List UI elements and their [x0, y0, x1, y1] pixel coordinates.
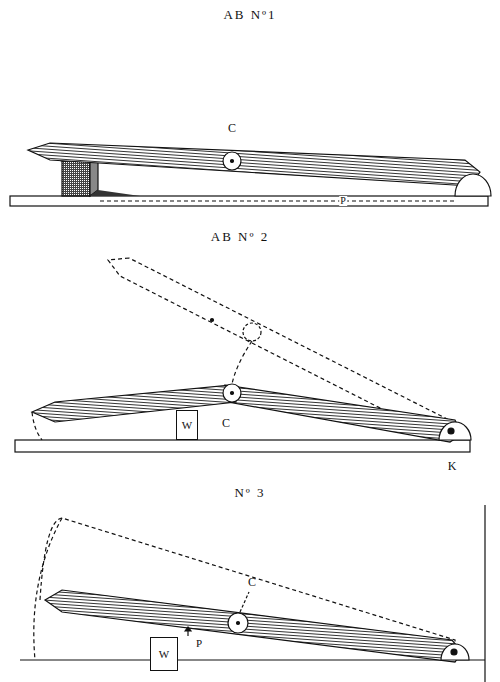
weight-box: W [176, 410, 198, 440]
fulcrum-label: C [228, 122, 236, 134]
weight-box: W [150, 637, 178, 671]
weight-label: W [182, 420, 192, 431]
pivot-label: K [448, 460, 457, 472]
fulcrum-label: C [248, 576, 256, 588]
line-label: P [339, 196, 347, 206]
figure-heading: AB Nº1 [223, 8, 276, 21]
figure-heading: Nº 3 [234, 486, 265, 499]
force-label: P [196, 638, 202, 649]
hinge-label: C [222, 417, 230, 429]
weight-label: W [159, 649, 169, 660]
figure-heading: AB Nº 2 [211, 230, 269, 243]
